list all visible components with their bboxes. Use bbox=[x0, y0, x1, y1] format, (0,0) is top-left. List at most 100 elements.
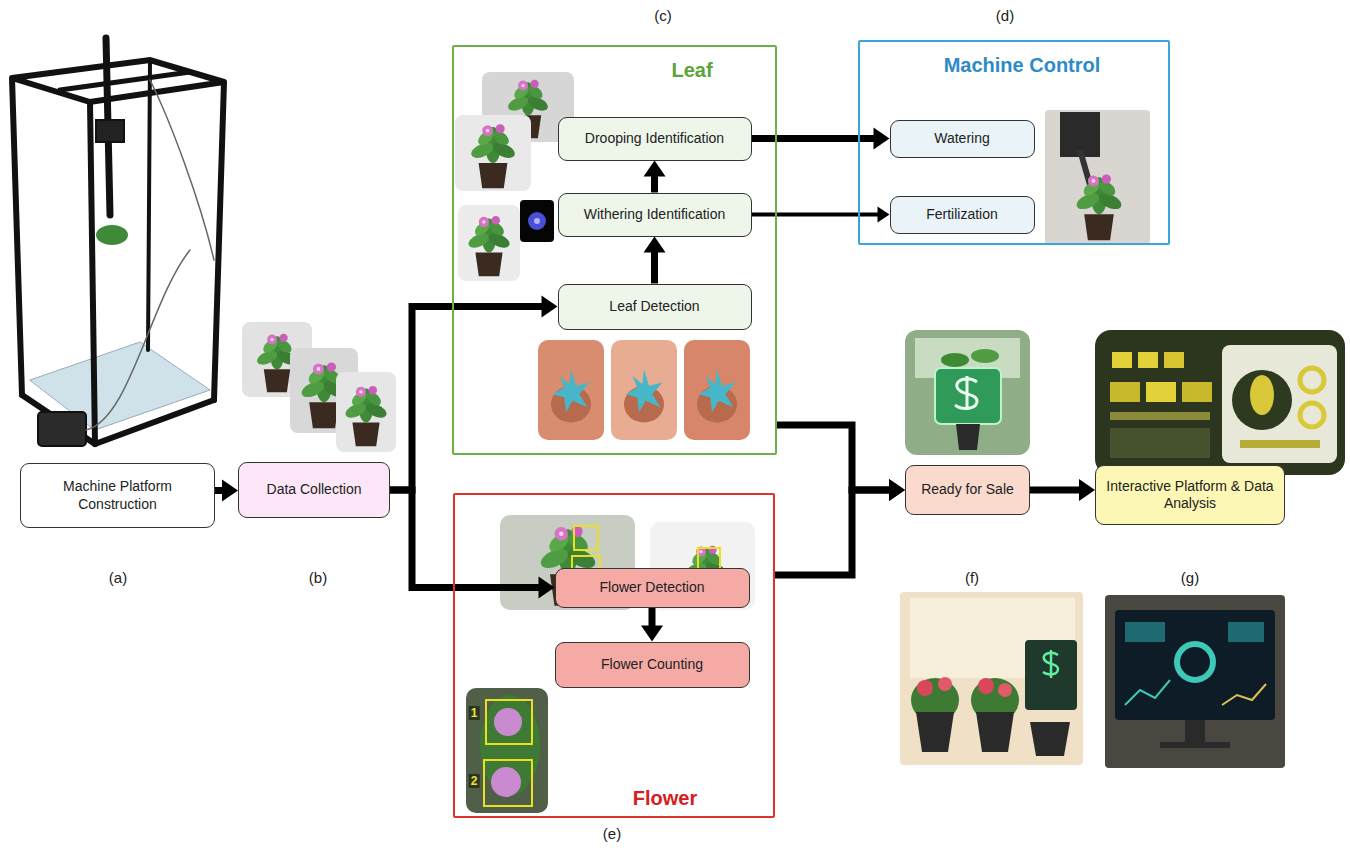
flower-pots-picture-part bbox=[917, 680, 933, 696]
panel-heading: Machine Control bbox=[944, 54, 1101, 76]
flower-photos-part bbox=[491, 767, 521, 797]
sample-photos-part bbox=[336, 372, 396, 452]
leaf-photos-part bbox=[455, 115, 531, 191]
dashboard-picture-part bbox=[1182, 382, 1212, 402]
leaf-photos-part bbox=[611, 340, 677, 440]
process-box: Interactive Platform & Data Analysis bbox=[1095, 465, 1285, 525]
machine-platform-picture bbox=[12, 38, 224, 446]
machine-platform-picture-part bbox=[86, 250, 190, 430]
box-text: Machine Platform Construction bbox=[31, 478, 204, 513]
machine-platform-picture-part bbox=[95, 400, 214, 444]
flow-arrow bbox=[752, 207, 890, 223]
box-text: Ready for Sale bbox=[921, 481, 1014, 499]
flow-arrow bbox=[775, 479, 905, 575]
panel-letter-holder: (e) bbox=[603, 825, 621, 843]
flower-pots-picture-part bbox=[978, 678, 994, 694]
sample-photos bbox=[242, 322, 396, 452]
flower-pots-picture-part bbox=[1043, 650, 1058, 678]
flower-pots-picture-part bbox=[900, 592, 1083, 765]
monitor-picture-part bbox=[1125, 680, 1170, 705]
count-number-holder: 2 bbox=[469, 771, 480, 789]
count-number-holder: 1 bbox=[469, 703, 480, 721]
action-box: Watering bbox=[890, 120, 1035, 158]
arrow-line bbox=[777, 425, 890, 490]
flower-pots-picture-part bbox=[938, 677, 952, 691]
monitor-picture-part bbox=[1125, 622, 1165, 642]
dashboard-picture-part bbox=[1110, 412, 1210, 420]
arrow-line bbox=[752, 135, 875, 142]
process-box: Flower Counting bbox=[555, 642, 750, 688]
leaf-photos-part bbox=[534, 218, 540, 224]
panel-letter-holder: (g) bbox=[1181, 569, 1199, 587]
panel-heading-holder: Flower bbox=[633, 787, 697, 810]
leaf-photos-part bbox=[538, 340, 604, 440]
arrow-head bbox=[874, 128, 890, 150]
box-text: Watering bbox=[934, 130, 990, 148]
process-box: Leaf Detection bbox=[558, 284, 752, 330]
flow-arrow bbox=[641, 608, 663, 642]
action-box: Fertilization bbox=[890, 196, 1035, 234]
arrow-head bbox=[1079, 479, 1095, 501]
flow-arrow bbox=[390, 296, 558, 491]
flower-photos-part bbox=[574, 526, 598, 550]
dashboard-picture-part bbox=[1095, 330, 1345, 475]
flow-arrow bbox=[644, 161, 666, 193]
count-number: 1 bbox=[469, 706, 480, 720]
flower-pots-picture-part bbox=[976, 712, 1014, 752]
flow-arrow bbox=[644, 237, 666, 284]
monitor-picture-part bbox=[1185, 720, 1205, 742]
machine-platform-picture-part bbox=[60, 72, 190, 90]
machine-platform-picture-part bbox=[96, 120, 124, 142]
dashboard-picture-part bbox=[1146, 382, 1176, 402]
sale-picture bbox=[905, 330, 1030, 455]
flower-pots-picture-part bbox=[910, 598, 1075, 678]
flower-photos-part bbox=[494, 708, 522, 736]
monitor-picture-part bbox=[1228, 622, 1264, 642]
control-panel: Machine ControlWateringFertilization bbox=[858, 40, 1170, 245]
arrow-line bbox=[215, 487, 223, 494]
machine-photo-part bbox=[1045, 110, 1150, 245]
dashboard-picture bbox=[1095, 330, 1345, 475]
flower-photos-part bbox=[484, 760, 532, 806]
arrow-line bbox=[1030, 487, 1080, 494]
sale-picture-part bbox=[955, 376, 977, 410]
leaf-panel: LeafDrooping IdentificationWithering Ide… bbox=[452, 45, 777, 455]
arrow-head bbox=[889, 479, 905, 501]
flower-pots-picture-part bbox=[916, 712, 954, 752]
sale-picture-part bbox=[905, 330, 1030, 455]
monitor-picture-part bbox=[1177, 644, 1213, 680]
machine-platform-picture-part bbox=[150, 80, 214, 260]
flower-photos-part bbox=[698, 548, 720, 570]
flower-pots-picture-part bbox=[998, 683, 1012, 697]
dashboard-picture-part bbox=[1110, 428, 1210, 458]
flower-photos bbox=[466, 515, 755, 813]
leaf-photos-part bbox=[528, 212, 546, 230]
dashboard-picture-part bbox=[1250, 375, 1274, 415]
dashboard-picture-part bbox=[1222, 345, 1337, 463]
arrow-head bbox=[641, 626, 663, 642]
leaf-photos-part bbox=[697, 369, 737, 422]
box-text: Data Collection bbox=[267, 481, 362, 499]
machine-photo-part bbox=[1074, 174, 1123, 240]
dashboard-picture-part bbox=[1240, 440, 1320, 448]
panel-letter: (d) bbox=[996, 7, 1014, 24]
arrow-line bbox=[651, 176, 658, 193]
monitor-picture-part bbox=[1105, 595, 1285, 768]
machine-photo bbox=[1045, 110, 1150, 245]
sale-picture-part bbox=[941, 353, 969, 367]
arrow-head bbox=[644, 161, 666, 177]
dashboard-picture-part bbox=[1110, 382, 1140, 402]
flower-photos-part bbox=[486, 700, 532, 744]
count-number: 2 bbox=[469, 774, 480, 788]
monitor-picture bbox=[1105, 595, 1285, 768]
panel-letter: (f) bbox=[965, 569, 979, 586]
process-box: Machine Platform Construction bbox=[20, 463, 215, 528]
panel-letter-holder: (d) bbox=[996, 7, 1014, 25]
arrow-head bbox=[539, 577, 555, 599]
dashboard-picture-part bbox=[1300, 403, 1324, 427]
leaf-photos-part bbox=[684, 340, 750, 440]
panel-letter: (b) bbox=[309, 569, 327, 586]
dashboard-picture-part bbox=[1164, 352, 1184, 368]
flower-photos-part bbox=[466, 688, 548, 813]
